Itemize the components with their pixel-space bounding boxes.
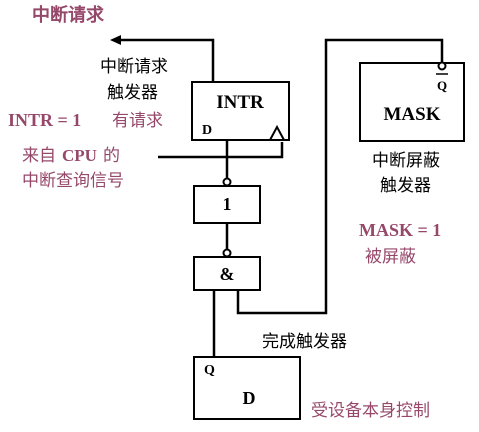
buffer-block-title: 1 [223, 194, 232, 214]
int-request-label: 中断请求 [32, 4, 105, 26]
and-gate-title: & [220, 264, 235, 284]
cpu-query-label-line1: 来自 CPU 的 [22, 146, 120, 166]
mask-pin-q-bar: Q [437, 78, 447, 93]
mask-output-bubble [437, 61, 447, 71]
mask-flipflop-block [359, 62, 465, 142]
done-pin-q: Q [204, 363, 215, 378]
buffer-block [193, 185, 261, 224]
and-input-bubble [222, 248, 232, 258]
done-trigger-label: 完成触发器 [262, 332, 347, 352]
int-request-wire [118, 38, 215, 82]
int-request-arrow [110, 35, 121, 45]
done-flipflop-block [193, 356, 301, 420]
wires [118, 38, 444, 357]
cpu-query-of: 的 [103, 146, 120, 166]
intr-trigger-label-line2: 触发器 [107, 83, 158, 103]
cpu-query-wire [158, 142, 284, 159]
intr-eq-label: INTR = 1 [8, 110, 81, 130]
intr-flipflop-block [191, 81, 290, 141]
intr-trigger-label-line1: 中断请求 [100, 57, 168, 77]
mask-block-title: MASK [384, 104, 441, 125]
device-control-label: 受设备本身控制 [311, 401, 430, 421]
mask-trigger-label-line1: 中断屏蔽 [372, 151, 440, 171]
cpu-query-from: 来自 [22, 146, 56, 166]
intr-block-pin-d: D [202, 123, 212, 138]
mask-to-and-wire [236, 38, 444, 315]
done-block-title: D [243, 388, 256, 408]
cpu-query-cpu: CPU [62, 146, 97, 165]
has-request-label: 有请求 [112, 111, 163, 131]
mask-trigger-label-line2: 触发器 [380, 176, 431, 196]
mask-eq-label: MASK = 1 [359, 220, 441, 240]
buffer-input-bubble [222, 177, 232, 187]
masked-label: 被屏蔽 [365, 247, 416, 267]
clock-input-triangle [269, 124, 285, 141]
and-gate-block [193, 256, 261, 291]
cpu-query-label-line2: 中断查询信号 [22, 171, 124, 191]
intr-block-title: INTR [216, 92, 264, 113]
